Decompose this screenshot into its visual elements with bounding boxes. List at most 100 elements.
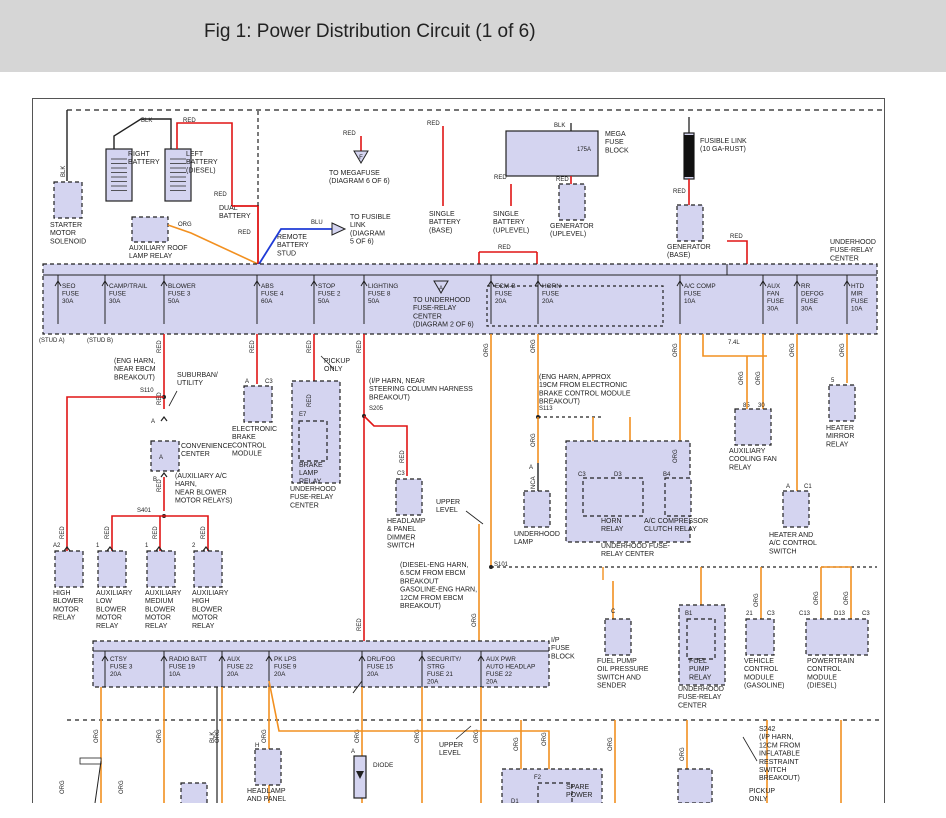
wire-color-label: RED: [427, 121, 440, 127]
brake-lamp-center-label: CENTER: [290, 502, 319, 509]
pcm-label: MODULE: [807, 674, 837, 681]
fuse-label: FUSE: [109, 291, 126, 298]
horn-pin-d3: D3: [614, 472, 622, 478]
bottom-pickup-label: ONLY: [749, 796, 768, 803]
splice-74l-label: 7.4L: [728, 340, 740, 346]
fuse-symbol: [253, 280, 261, 287]
left-battery: [164, 148, 192, 202]
ip-fuse-label: 20A: [227, 671, 239, 678]
headlamp-dimmer-switch: [395, 478, 423, 516]
leader-line: [352, 680, 363, 694]
left-battery-label: LEFT: [186, 151, 204, 158]
horn-pin-c3: C3: [578, 472, 586, 478]
ip-fuse-label: FUSE 15: [367, 664, 393, 671]
fuse-label: HTD: [851, 283, 865, 290]
wire-color-label: RED: [400, 450, 406, 463]
connector-chevron: [63, 546, 71, 552]
ip-fuse-label: FUSE 9: [274, 664, 297, 671]
fuse-label: SEO: [62, 283, 76, 290]
spare-pin: F2: [534, 775, 542, 781]
wire-color-label: ORG: [680, 747, 686, 761]
electronic-brake-control-module: [243, 385, 273, 423]
fuse-label: FUSE 2: [318, 291, 341, 298]
wire-color-label: BLK: [210, 732, 216, 743]
ebcm-pin-c3: C3: [265, 379, 273, 385]
ip-fuse-symbol: [477, 655, 485, 662]
fuse-label: STOP: [318, 283, 335, 290]
eng-harn-approx-label: BREAKOUT): [539, 399, 580, 406]
diode-symbol: [356, 771, 364, 779]
wire-color-label: ORG: [739, 371, 745, 385]
aux-ac-harn-label: HARN,: [175, 481, 197, 488]
aux-ac-harn-label: MOTOR RELAYS): [175, 498, 232, 505]
ip-fuse-label: 20A: [274, 671, 286, 678]
to-fusible-label: 5 OF 6): [350, 239, 374, 246]
fuse-label: FUSE: [542, 291, 559, 298]
spare-power-label: POWER: [566, 792, 592, 799]
ip-fuse-label: 10A: [169, 671, 181, 678]
generator-uplevel: [558, 183, 586, 221]
leader-line: [465, 510, 484, 525]
mega-amp-label: 175A: [577, 147, 591, 153]
headlamp-dimmer-label: & PANEL: [387, 526, 416, 533]
ebcm-label: ELECTRONIC: [232, 426, 277, 433]
megafuse-ref-arrow: [353, 150, 369, 164]
s242-label: S242: [759, 726, 775, 733]
relay-pin-label: 2: [192, 543, 196, 549]
aux-fan-pin-30: 30: [758, 403, 765, 409]
generator-uplevel-label: GENERATOR: [550, 223, 594, 230]
ip-fuse-label: DRL/FOG: [367, 656, 395, 663]
fuse-label: 20A: [542, 298, 554, 305]
dual-battery-label: DUAL: [219, 205, 238, 212]
aux-roof-orange-wire: [167, 224, 259, 265]
left-battery-label: (DIESEL): [186, 167, 216, 174]
bottom-upper-level-label: LEVEL: [439, 750, 461, 757]
single-uplevel-label: BATTERY: [493, 219, 525, 226]
relay-pin-label: 1: [145, 543, 149, 549]
headlamp-panel-label: HEADLAMP: [247, 788, 286, 795]
leader-line: [168, 390, 178, 407]
fuel-pump-sw-label: SENDER: [597, 683, 626, 690]
ip-fuse-label: FUSE 21: [427, 671, 453, 678]
pcm-label: CONTROL: [807, 666, 841, 673]
wire-color-label: BLK: [554, 123, 565, 129]
ac-pin-b4: B4: [663, 472, 671, 478]
s110-label: S110: [140, 388, 154, 394]
heater-ac-label: SWITCH: [769, 548, 797, 555]
wire-color-label: ORG: [531, 339, 537, 353]
horn-relay-label: HORN: [601, 518, 622, 525]
fuse-label: FAN: [767, 291, 780, 298]
heater-mirror-relay: [828, 384, 856, 422]
pcm-label: POWERTRAIN: [807, 658, 854, 665]
heater-mirror-label: HEATER: [826, 425, 854, 432]
to-megafuse-label: (DIAGRAM 6 OF 6): [329, 178, 390, 185]
s113-label: S113: [539, 406, 553, 412]
stud-a-label: (STUD A): [39, 338, 65, 344]
ebcm-pin-a: A: [245, 379, 249, 385]
battery-link-blk: [113, 118, 172, 149]
wire-color-label: ORG: [844, 591, 850, 605]
relay-pin-label: 1: [96, 543, 100, 549]
ip-block-label: I/P: [551, 637, 560, 644]
fusible-link-blue-wire: [258, 228, 332, 265]
s101-label: S101: [494, 562, 509, 568]
high_blower-label: BLOWER: [53, 598, 83, 605]
fuse-symbol: [54, 280, 62, 287]
heater-mirror-pin: 5: [831, 378, 835, 384]
suburban-label: UTILITY: [177, 380, 203, 387]
powertrain-control-module: [805, 618, 869, 656]
to-center-arrow: [433, 280, 449, 294]
fusible-link-body: [684, 135, 694, 177]
ip-fuse-label: FUSE 3: [110, 664, 133, 671]
to-fusible-label: TO FUSIBLE: [350, 214, 391, 221]
fuse-label: AUX: [767, 283, 781, 290]
bottom-pickup-label: PICKUP: [749, 788, 775, 795]
vcm-pin-21: 21: [746, 611, 753, 617]
wire-color-label: ORG: [415, 729, 421, 743]
connector-chevron: [160, 416, 168, 422]
fusible-link-label: FUSIBLE LINK: [700, 138, 747, 145]
blower-relay: [97, 550, 127, 588]
headlamp-panel-label: AND PANEL: [247, 796, 286, 803]
wire-color-label: ORG: [531, 433, 537, 447]
wire-color-label: ORG: [60, 780, 66, 794]
